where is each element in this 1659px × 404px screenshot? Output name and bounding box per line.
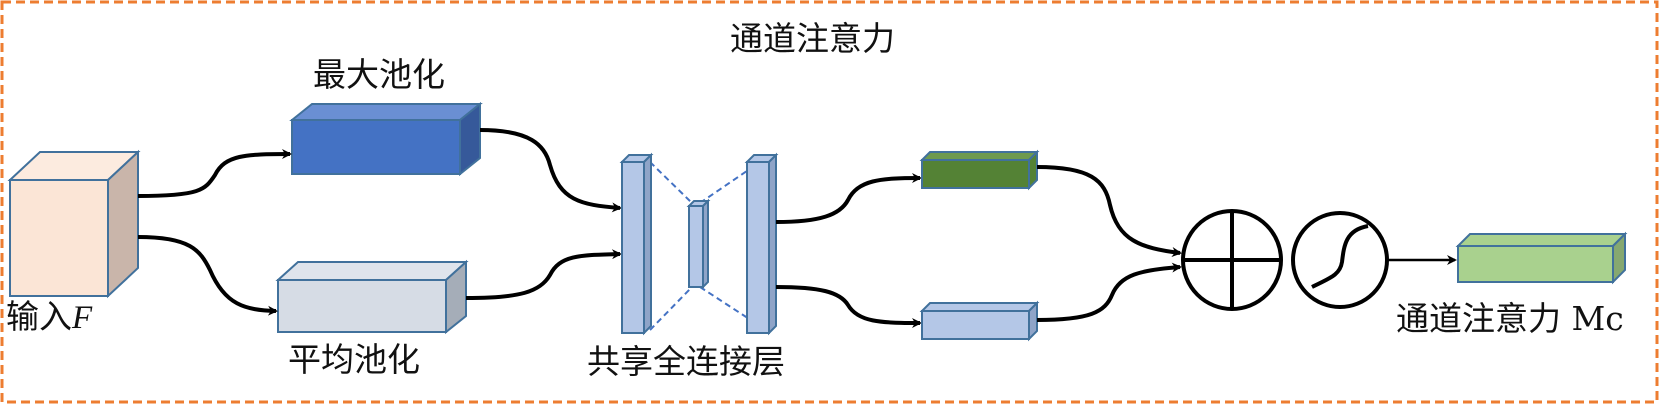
input-label-text: 输入 xyxy=(6,297,72,336)
arrow-avgpool-to-fc xyxy=(465,249,622,300)
shared-fc-layers xyxy=(619,152,779,336)
arrow-green-to-add xyxy=(1036,165,1182,257)
max-branch-feature xyxy=(919,149,1040,191)
arrow-maxpool-to-fc xyxy=(479,128,622,213)
shared-fc-label: 共享全连接层 xyxy=(587,342,785,381)
input-feature-cube xyxy=(7,149,141,299)
avg-pool-label: 平均池化 xyxy=(288,340,420,379)
arrow-fc-to-blue xyxy=(775,285,922,328)
fc-layer-output xyxy=(744,152,779,336)
avg-pool-box xyxy=(275,259,469,335)
input-label: 输入F xyxy=(6,300,92,335)
arrow-blue-to-add xyxy=(1036,262,1182,322)
max-pool-label: 最大池化 xyxy=(313,55,445,94)
add-operator-icon xyxy=(1181,209,1283,311)
arrow-input-to-maxpool xyxy=(137,149,292,198)
output-label: 通道注意力 Mc xyxy=(1396,299,1624,338)
max-pool-box xyxy=(289,101,483,177)
arrow-input-to-avgpool xyxy=(137,235,278,316)
avg-branch-feature xyxy=(919,300,1040,342)
arrow-fc-to-green xyxy=(775,173,922,224)
fc-layer-input xyxy=(619,152,654,336)
input-variable: F xyxy=(72,300,93,336)
diagram-title: 通道注意力 xyxy=(730,19,895,58)
fc-layer-hidden xyxy=(686,198,711,290)
channel-attention-output xyxy=(1455,231,1628,285)
sigmoid-operator-icon xyxy=(1291,211,1389,309)
